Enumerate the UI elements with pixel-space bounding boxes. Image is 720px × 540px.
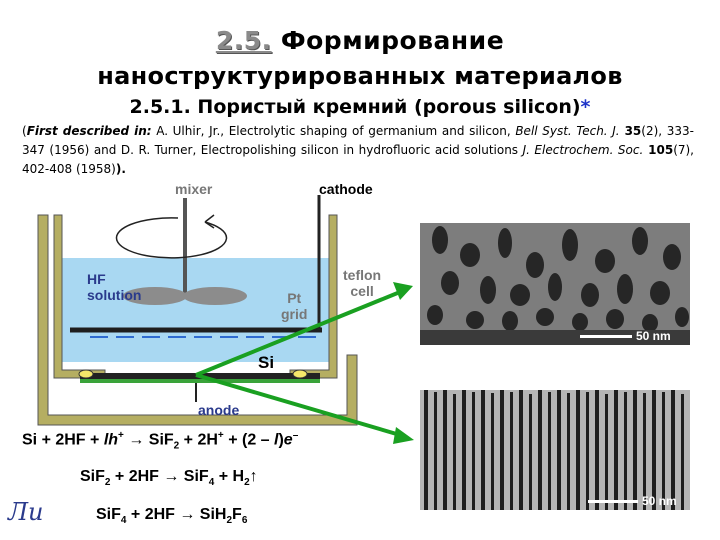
rotation-arrow-icon (116, 218, 226, 258)
scale-label-bottom: 50 nm (642, 494, 677, 508)
equation-1: Si + 2HF + lh+ → SiF2 + 2H+ + (2 – l)e– (22, 430, 298, 452)
sem-top-texture (420, 195, 690, 345)
equation-3: SiF4 + 2HF → SiH2F6 (96, 506, 247, 526)
sem-image-top: 50 nm (420, 195, 690, 345)
o-ring-left (79, 370, 93, 378)
label-cathode: cathode (319, 181, 373, 197)
equation-2: SiF2 + 2HF → SiF4 + H2↑ (80, 468, 258, 488)
rotation-arrowhead-icon (205, 215, 214, 228)
mixer-blade-right (183, 287, 247, 305)
logo: Ли (8, 498, 43, 526)
sem-image-bottom: 50 nm (420, 360, 690, 510)
label-mixer: mixer (175, 181, 212, 197)
arrow-head-bottom-icon (393, 427, 414, 444)
sem-bottom-texture (420, 360, 690, 510)
arrow-head-top-icon (393, 282, 413, 300)
label-anode: anode (198, 402, 239, 418)
scale-bar-top (580, 335, 632, 338)
label-si: Si (258, 353, 274, 373)
si-contact (80, 379, 320, 383)
scale-bar-bottom (588, 500, 638, 503)
scale-label-top: 50 nm (636, 329, 671, 343)
o-ring-right (293, 370, 307, 378)
